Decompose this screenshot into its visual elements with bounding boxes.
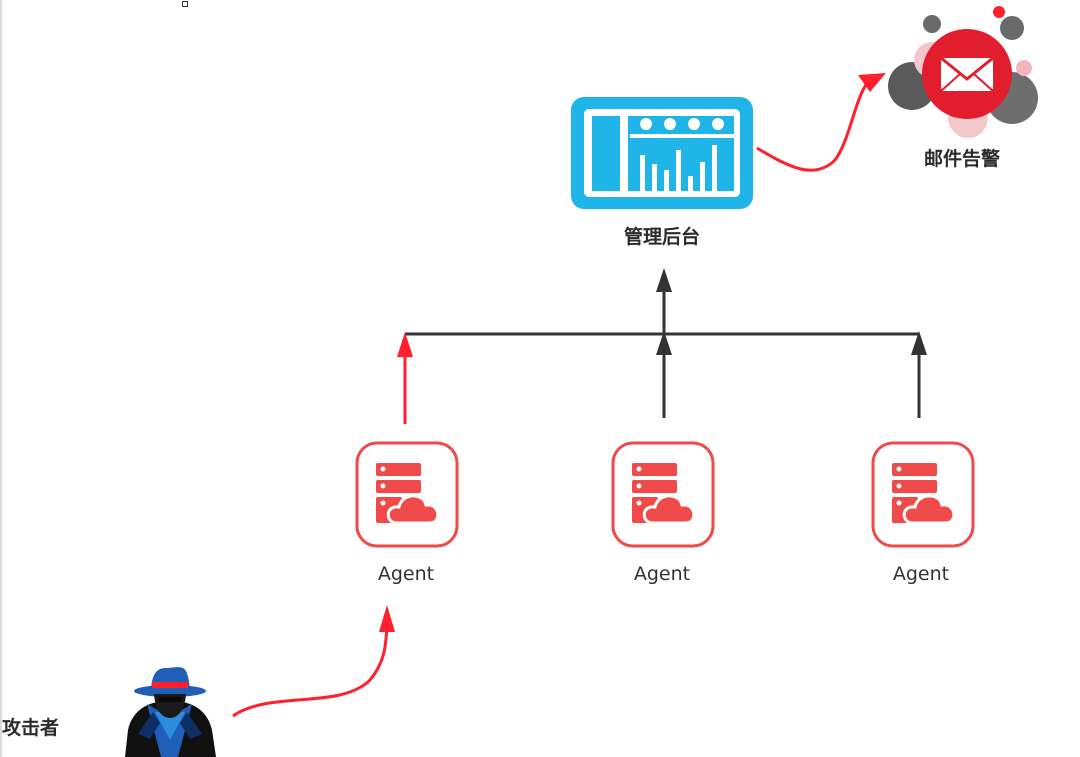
dashboard-icon[interactable] [571,97,753,209]
attacker-to-agent-curve [232,624,389,718]
selection-handle[interactable] [182,1,188,7]
mail-alert-label: 邮件告警 [923,148,1001,170]
agent-label-2: Agent [633,563,691,585]
agent-icon-3[interactable] [871,441,975,548]
agent-icon-1[interactable] [355,441,459,548]
agent-3-up-arrowhead [911,331,927,355]
dashboard-to-mail-curve [756,81,870,172]
dashboard-label: 管理后台 [623,226,701,248]
attacker-to-agent-arrowhead [379,605,395,632]
agent-icon-2[interactable] [611,441,715,548]
bus-to-dashboard-arrowhead [656,268,672,292]
agent-2-up-arrowhead [656,331,672,355]
attacker-label: 攻击者 [2,717,60,739]
attacker-to-agent-connector [232,605,395,718]
agent-label-3: Agent [892,563,950,585]
agent-to-dashboard-connectors [397,268,927,424]
dashboard-to-mail-arrowhead [858,73,886,92]
agent-label-1: Agent [377,563,435,585]
mail-alert-icon[interactable] [888,6,1038,138]
agent-1-up-arrowhead [397,332,413,357]
hacker-icon[interactable] [125,667,216,757]
left-edge-divider [0,0,2,757]
dashboard-to-mail-connector [756,73,886,172]
